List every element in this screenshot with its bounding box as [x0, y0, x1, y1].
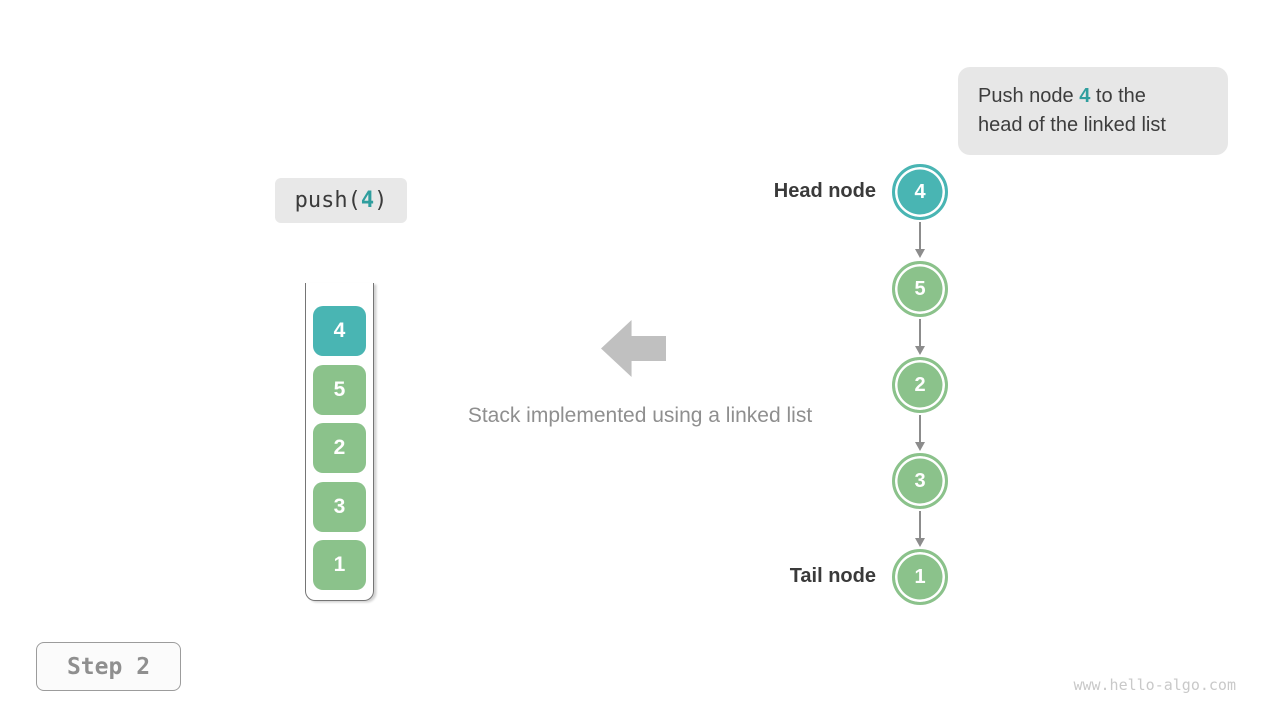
callout-text-before: Push node	[978, 85, 1080, 107]
stack-container: 4 5 2 3 1	[305, 283, 374, 601]
stack-item: 4	[313, 306, 366, 356]
head-node-label: Head node	[773, 180, 876, 202]
tail-node-label: Tail node	[789, 565, 876, 587]
left-block-arrow-icon	[601, 320, 666, 377]
next-pointer-arrow-icon	[915, 415, 925, 451]
diagram-caption: Stack implemented using a linked list	[467, 404, 813, 427]
next-pointer-arrow-icon	[915, 319, 925, 355]
linked-list-node: 5	[892, 261, 948, 317]
stack-item: 2	[313, 423, 366, 473]
push-annotation-callout: Push node 4 to the head of the linked li…	[958, 67, 1228, 155]
callout-text-line2: head of the linked list	[978, 114, 1166, 136]
linked-list-node: 1	[892, 549, 948, 605]
next-pointer-arrow-icon	[915, 511, 925, 547]
push-operation-badge: push(4)	[275, 178, 407, 223]
watermark: www.hello-algo.com	[1073, 676, 1236, 694]
step-badge: Step 2	[36, 642, 181, 691]
next-pointer-arrow-icon	[915, 222, 925, 258]
callout-text-after: to the	[1090, 85, 1146, 107]
stack-item: 3	[313, 481, 366, 532]
push-annotation-text: Push node 4 to the head of the linked li…	[978, 82, 1166, 140]
linked-list-node: 3	[892, 453, 948, 509]
callout-highlight-value: 4	[1079, 85, 1091, 107]
linked-list-node: 2	[892, 357, 948, 413]
operation-text-before: push(	[294, 188, 361, 213]
operation-text-after: )	[374, 188, 388, 213]
stack-item: 1	[313, 540, 366, 590]
stack-item: 5	[313, 364, 366, 415]
linked-list-node: 4	[892, 164, 948, 220]
operation-arg-value: 4	[360, 188, 375, 213]
